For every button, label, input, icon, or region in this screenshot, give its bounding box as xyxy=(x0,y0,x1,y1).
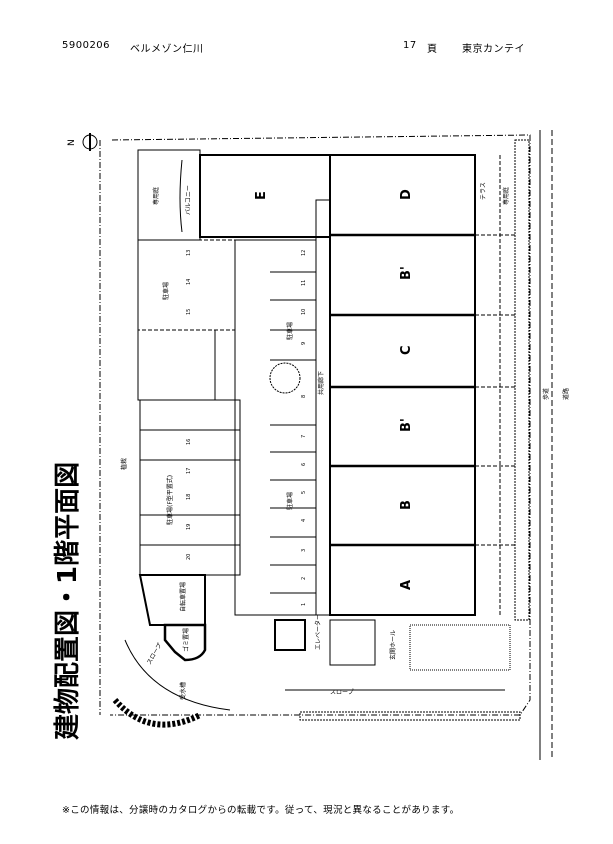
unit-a-label: A xyxy=(399,580,414,590)
header-company: 東京カンテイ xyxy=(462,44,525,55)
unit-b-prime-label: B' xyxy=(399,266,414,280)
header-page-unit: 頁 xyxy=(427,44,438,55)
parking-label: 駐車場 xyxy=(286,322,294,340)
header-property: ベルメゾン仁川 xyxy=(130,44,204,55)
parking-space-number: 5 xyxy=(301,491,307,494)
parking-lower-label: 駐車場(F型平置式) xyxy=(166,475,174,525)
parking-space-number: 4 xyxy=(301,519,307,522)
terrace-label: テラス xyxy=(480,182,487,200)
unit-b-prime-2-label: B' xyxy=(399,418,414,432)
parking-space-number: 9 xyxy=(301,342,307,345)
parking-space-number: 14 xyxy=(186,279,192,285)
north-arrow-icon xyxy=(82,133,98,151)
header-page: 17 xyxy=(403,40,417,51)
corridor-label: 共用廊下 xyxy=(317,371,325,395)
parking-space-number: 20 xyxy=(186,554,192,560)
elevator-label: エレベーター xyxy=(314,614,322,650)
unit-b-label: B xyxy=(399,500,414,510)
header-code: 5900206 xyxy=(62,40,111,51)
parking-space-number: 11 xyxy=(301,280,307,286)
parking-space-number: 13 xyxy=(186,250,192,256)
parking-space-number: 8 xyxy=(301,395,307,398)
road-label: 道路 xyxy=(562,388,570,400)
disclaimer: ※この情報は、分譲時のカタログからの転載です。従って、現況と異なることがあります… xyxy=(62,805,460,816)
garbage-label: ゴミ置場 xyxy=(182,628,190,652)
parking-label-2: 駐車場 xyxy=(286,492,294,510)
parking-space-number: 3 xyxy=(301,549,307,552)
private-garden-label: 専用庭 xyxy=(502,187,510,205)
unit-c-label: C xyxy=(399,345,414,355)
balcony-label: バルコニー xyxy=(185,185,192,215)
entrance-label: 玄関ホール xyxy=(389,630,397,660)
parking-space-number: 17 xyxy=(186,468,192,474)
unit-d-label: D xyxy=(399,189,414,200)
water-tank-label: 受水槽 xyxy=(179,682,187,700)
garden-e-label: 専用庭 xyxy=(152,187,160,205)
parking-space-number: 10 xyxy=(301,309,307,315)
north-label: N xyxy=(67,139,77,146)
bicycle-label: 自転車置場 xyxy=(179,582,187,612)
parking-left-label: 駐車場 xyxy=(162,282,170,300)
parking-space-number: 16 xyxy=(186,439,192,445)
parking-space-number: 2 xyxy=(301,577,307,580)
parking-space-number: 7 xyxy=(301,435,307,438)
parking-space-number: 15 xyxy=(186,309,192,315)
parking-space-number: 12 xyxy=(301,250,307,256)
parking-space-number: 19 xyxy=(186,524,192,530)
slope-label: スロープ xyxy=(146,642,164,666)
parking-space-number: 18 xyxy=(186,494,192,500)
parking-space-number: 6 xyxy=(301,463,307,466)
planting-label: 植栽 xyxy=(120,458,128,470)
sidewalk-label: 歩道 xyxy=(542,388,550,400)
parking-space-number: 1 xyxy=(301,603,307,606)
unit-e-label: E xyxy=(254,191,269,200)
slope-bottom-label: スロープ xyxy=(330,689,354,696)
